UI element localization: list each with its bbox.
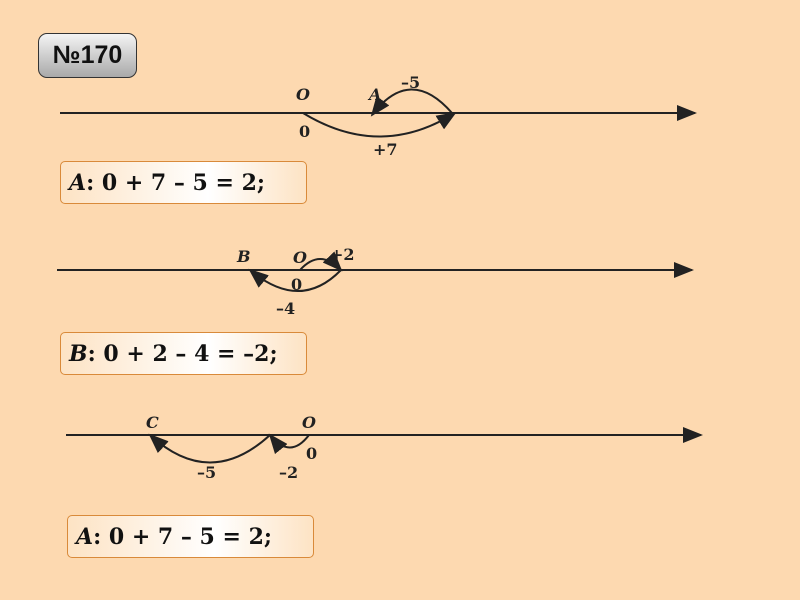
answer-box-3: A: 0 + 7 – 5 = 2;: [67, 515, 314, 558]
arc-minus5: [370, 88, 453, 117]
point-label: A: [367, 85, 381, 104]
answer-box-1: A: 0 + 7 – 5 = 2;: [60, 161, 307, 204]
answer-point: A: [69, 169, 87, 196]
jump-label: +2: [330, 245, 355, 264]
zero-label: 0: [299, 122, 310, 141]
origin-label: O: [293, 248, 307, 267]
number-line-3: [66, 427, 703, 464]
point-label: C: [146, 413, 159, 432]
zero-label: 0: [291, 275, 302, 294]
answer-box-2: B: 0 + 2 – 4 = –2;: [60, 332, 307, 375]
number-line-1: [60, 88, 697, 138]
jump-label: –5: [197, 463, 216, 482]
jump-label: –5: [401, 73, 420, 92]
task-number-badge: №170: [38, 33, 137, 78]
jump-label: –2: [279, 463, 298, 482]
arc-plus7: [302, 111, 457, 138]
jump-label: –4: [276, 299, 295, 318]
answer-expression: : 0 + 7 – 5 = 2;: [86, 169, 266, 196]
jump-label: +7: [373, 140, 398, 159]
number-line-2: [57, 251, 694, 292]
zero-label: 0: [306, 444, 317, 463]
answer-point: A: [76, 523, 94, 550]
origin-label: O: [296, 85, 310, 104]
answer-expression: : 0 + 7 – 5 = 2;: [93, 523, 273, 550]
answer-point: B: [69, 340, 88, 367]
point-label: B: [236, 247, 251, 266]
answer-expression: : 0 + 2 – 4 = –2;: [87, 340, 278, 367]
origin-label: O: [302, 413, 316, 432]
